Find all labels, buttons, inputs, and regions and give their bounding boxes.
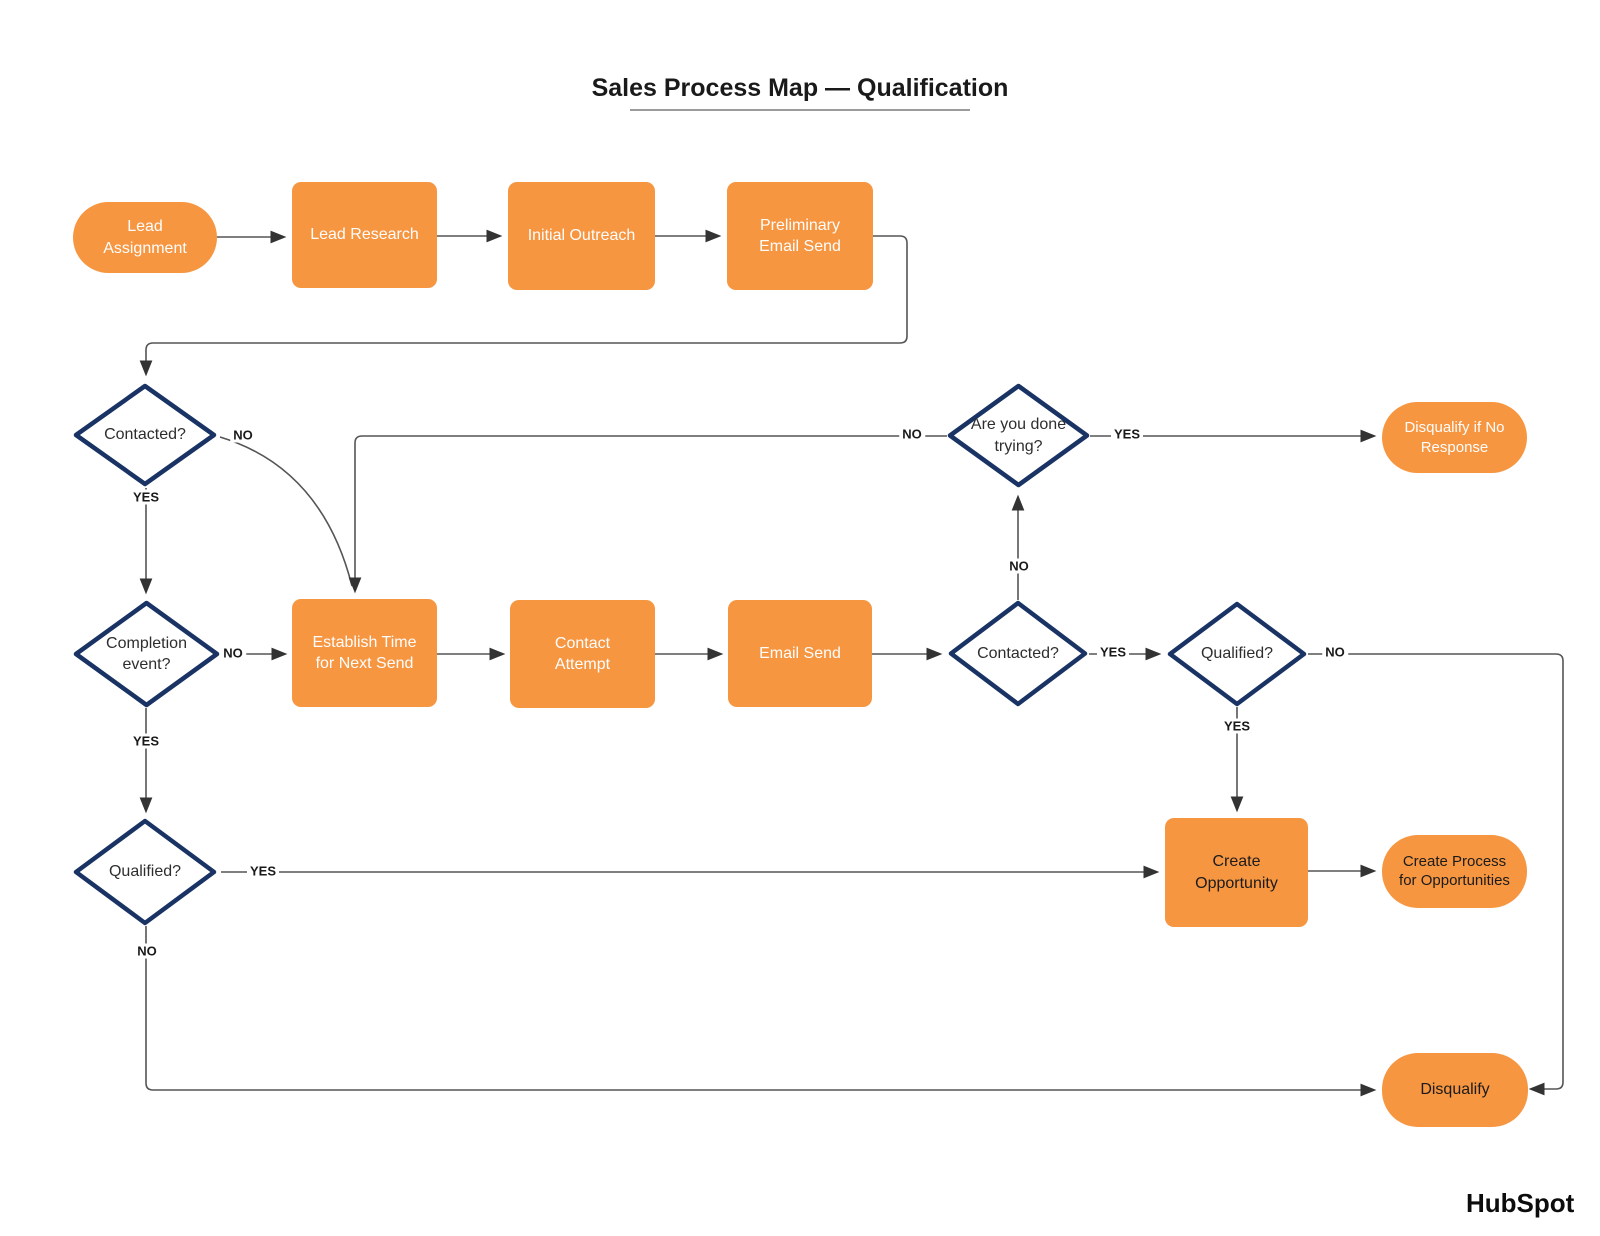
edge-label-contacted1-yes: YES (129, 489, 163, 505)
node-lead-research: Lead Research (292, 182, 437, 288)
node-label: Contacted? (977, 644, 1059, 662)
node-label: Disqualify (1420, 1081, 1490, 1099)
diamond-shape (947, 383, 1090, 488)
node-label: Contact Attempt (554, 634, 611, 673)
diamond-shape (1167, 601, 1307, 707)
node-label: Email Send (759, 644, 841, 662)
diamond-shape (73, 383, 217, 487)
edge-label-completion-no: NO (220, 645, 246, 661)
node-establish-time: Establish Time for Next Send (292, 599, 437, 707)
node-disqualify-if-no-response: Disqualify if No Response (1382, 402, 1527, 473)
node-are-you-done-trying: Are you done trying? (947, 383, 1090, 488)
node-lead-assignment: Lead Assignment (73, 202, 217, 273)
node-completion-event: Completion event? (73, 600, 220, 708)
node-label: Disqualify if No Response (1404, 418, 1505, 456)
node-label: Qualified? (108, 863, 182, 881)
title-underline (630, 109, 970, 111)
hubspot-logo: HubSpot (1466, 1188, 1575, 1218)
node-label: Lead Research (310, 226, 419, 244)
node-qualified-1: Qualified? (73, 818, 217, 926)
edge-qualified1-no-to-disqualify (145, 926, 1377, 1097)
node-label: Qualified? (1200, 645, 1274, 663)
node-preliminary-email-send: Preliminary Email Send (727, 182, 873, 290)
diamond-shape (73, 818, 217, 926)
node-disqualify: Disqualify (1382, 1053, 1528, 1127)
node-label: Establish Time for Next Send (312, 633, 417, 672)
edge-contacted1-no-curve-to-establish (219, 436, 353, 587)
diamond-shape (948, 600, 1088, 707)
node-initial-outreach: Initial Outreach (508, 182, 655, 290)
node-label: Create Opportunity (1195, 853, 1278, 892)
node-email-send: Email Send (728, 600, 872, 707)
node-label: Preliminary Email Send (759, 216, 841, 255)
node-contact-attempt: Contact Attempt (510, 600, 655, 708)
page-title: Sales Process Map — Qualification (591, 74, 1009, 102)
node-create-opportunity: Create Opportunity (1165, 818, 1308, 927)
edge-done-no-to-establish (348, 435, 947, 594)
edge-label-contacted2-no: NO (1006, 558, 1032, 574)
edge-label-contacted1-no: NO (230, 427, 256, 443)
node-label: Completion event? (106, 634, 187, 673)
edge-label-completion-yes: YES (129, 733, 163, 749)
edge-label-qualified1-no: NO (134, 943, 160, 959)
edge-label-qualified1-yes: YES (246, 863, 280, 879)
edge-qualified2-no-to-disqualify (1308, 653, 1564, 1096)
edge-label-qualified2-yes: YES (1220, 718, 1254, 734)
node-label: Initial Outreach (527, 227, 636, 245)
edge-label-done-yes: YES (1110, 426, 1144, 442)
node-create-process-for-opportunities: Create Process for Opportunities (1382, 835, 1527, 908)
node-label: Are you done trying? (970, 416, 1067, 455)
node-contacted-1: Contacted? (73, 383, 217, 487)
edge-label-done-no: NO (899, 426, 925, 442)
node-contacted-2: Contacted? (948, 600, 1088, 707)
edge-label-contacted2-yes: YES (1096, 644, 1130, 660)
edge-label-qualified2-no: NO (1322, 644, 1348, 660)
node-label: Create Process for Opportunities (1399, 852, 1510, 889)
edge-preliminary-email-to-contacted1 (139, 235, 908, 377)
node-qualified-2: Qualified? (1167, 601, 1307, 707)
node-label: Lead Assignment (103, 218, 187, 257)
diamond-shape (73, 600, 220, 708)
node-label: Contacted? (104, 426, 186, 444)
